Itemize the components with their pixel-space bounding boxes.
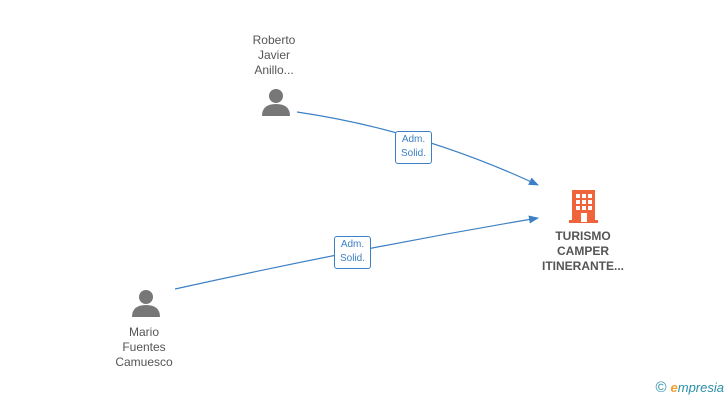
building-icon[interactable] (569, 190, 598, 223)
edge-label-role: Adm. Solid. (334, 236, 372, 269)
person-icon[interactable] (132, 290, 160, 317)
edge-label-role: Adm. Solid. (395, 131, 433, 164)
copyright-icon: © (655, 379, 667, 396)
brand-logo[interactable]: empresia (670, 380, 724, 395)
person-label-roberto[interactable]: Roberto Javier Anillo... (252, 33, 296, 77)
company-label[interactable]: TURISMO CAMPER ITINERANTE... (541, 229, 624, 273)
person-label-mario[interactable]: Mario Fuentes Camuesco (115, 325, 173, 369)
footer-brand: © empresia (655, 379, 724, 396)
person-icon[interactable] (262, 89, 290, 116)
